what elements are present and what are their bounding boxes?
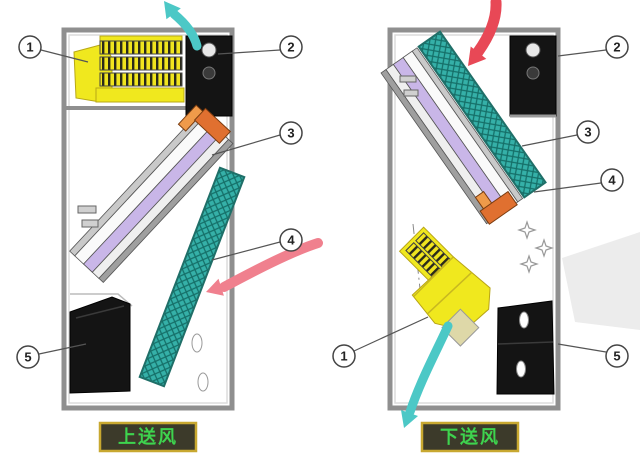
leader-line	[217, 49, 281, 55]
right-blower-access-panel	[441, 308, 480, 347]
callout-4-left	[279, 228, 303, 252]
callout-3-right-label: 3	[584, 125, 591, 140]
leader-line	[557, 343, 607, 353]
leader-line	[521, 134, 578, 147]
left-inlet-arrow	[206, 238, 323, 296]
left-blower-drum	[99, 40, 183, 55]
leader-line	[40, 49, 89, 63]
left-motor-knob-top	[201, 42, 217, 58]
callout-5-left	[16, 345, 40, 369]
frost-icon	[519, 254, 539, 274]
fan-axis-line	[412, 223, 422, 299]
right-caption-badge	[420, 421, 520, 453]
leader-line	[38, 343, 87, 355]
right-coil-stack	[380, 30, 547, 225]
callout-5-right	[605, 344, 629, 368]
vent-slot	[519, 311, 529, 329]
callout-1-left	[18, 35, 42, 59]
left-coil-stack	[69, 104, 234, 284]
leader-line	[353, 316, 429, 352]
right-coil-pin	[399, 75, 417, 83]
right-cabinet-inner-wall	[394, 34, 554, 404]
right-motor-box	[509, 35, 557, 118]
vent-slot	[516, 360, 526, 378]
left-motor-box	[185, 35, 233, 117]
callout-2-left	[279, 35, 303, 59]
vent-slot	[191, 333, 203, 353]
leader-line	[557, 49, 607, 57]
callout-2-right-label: 2	[613, 40, 620, 55]
callout-1-right-label: 1	[340, 349, 347, 364]
leader-line	[211, 134, 281, 156]
left-callouts: 1 2 3 4 5	[16, 35, 303, 369]
callout-2-right	[605, 35, 629, 59]
left-coil-header-small	[177, 104, 205, 132]
right-caption: 下送风	[420, 421, 520, 453]
left-filter-screen	[138, 166, 246, 388]
left-motor-knob-bottom	[202, 66, 216, 80]
right-compressor-box	[496, 300, 555, 395]
left-caption: 上送风	[98, 421, 198, 453]
callout-3-right	[576, 120, 600, 144]
right-outlet-arrow	[401, 321, 453, 428]
watermark-wedge	[562, 232, 640, 330]
vent-slot	[197, 372, 209, 392]
callout-3-left-label: 3	[287, 126, 294, 141]
callout-2-left-label: 2	[287, 40, 294, 55]
right-motor-knob-bottom	[526, 66, 540, 80]
callout-4-left-label: 4	[287, 233, 295, 248]
right-callouts: 1 2 3 4 5	[332, 35, 629, 368]
callout-3-left	[279, 121, 303, 145]
right-filter-screen	[417, 30, 547, 199]
left-coil-pin	[81, 219, 99, 228]
leader-line	[533, 182, 602, 193]
left-unit: 1 2 3 4 5 上送风	[16, 1, 323, 453]
right-inlet-arrow	[468, 0, 502, 66]
right-motor-knob-top	[525, 42, 541, 58]
callout-5-right-label: 5	[613, 349, 620, 364]
callout-4-right	[600, 168, 624, 192]
leader-line	[211, 241, 281, 261]
left-compressor-box	[69, 296, 131, 394]
frost-icon	[517, 220, 537, 240]
left-coil-header	[193, 107, 232, 144]
callout-1-left-label: 1	[26, 40, 33, 55]
callout-1-right	[332, 344, 356, 368]
callout-5-left-label: 5	[24, 350, 31, 365]
right-caption-text: 下送风	[440, 426, 500, 447]
right-coil-header	[479, 190, 518, 225]
left-blower	[73, 35, 185, 103]
left-coil-pin	[77, 205, 97, 214]
left-outlet-arrow	[164, 1, 202, 51]
frost-icon	[534, 238, 554, 258]
left-shelf-line	[70, 293, 133, 307]
callout-4-right-label: 4	[608, 173, 616, 188]
right-unit: 1 2 3 4 5 下送风	[332, 0, 629, 453]
left-caption-badge	[98, 421, 198, 453]
right-blower	[398, 226, 491, 347]
left-caption-text: 上送风	[118, 426, 178, 447]
right-coil-pin	[403, 89, 419, 97]
